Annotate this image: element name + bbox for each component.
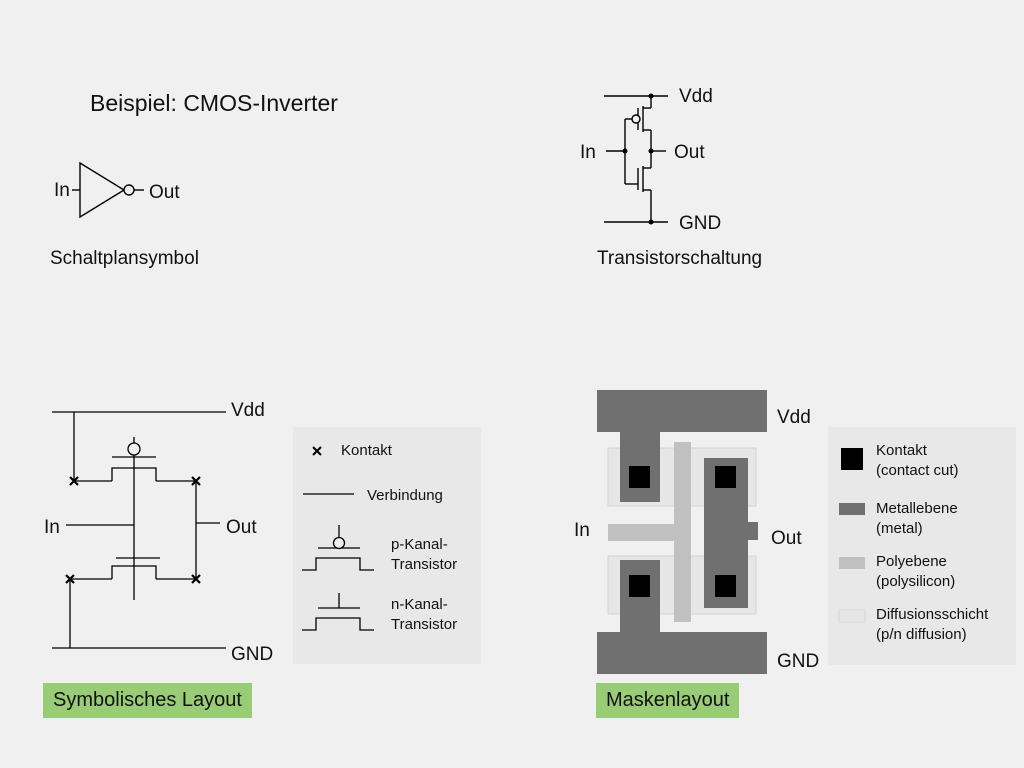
transistor-caption: Transistorschaltung xyxy=(597,248,763,269)
mask-gnd-label: GND xyxy=(777,651,820,672)
symbol-caption: Schaltplansymbol xyxy=(50,248,199,269)
legend1-pmos-label: p-Kanal- Transistor xyxy=(391,536,458,573)
transistor-vdd-label: Vdd xyxy=(679,86,713,107)
mask-caption: Maskenlayout xyxy=(596,683,740,718)
mask-vdd-label: Vdd xyxy=(777,407,811,428)
symbol-in-label: In xyxy=(54,180,70,201)
legend2-diffusion-label: Diffusionsschicht (p/n diffusion) xyxy=(876,606,989,643)
mask-in-label: In xyxy=(574,520,590,541)
inverter-symbol xyxy=(72,161,144,219)
legend1-connection-label: Verbindung xyxy=(367,487,443,504)
symbolic-gnd-label: GND xyxy=(231,644,274,665)
legend2-contact-label: Kontakt (contact cut) xyxy=(876,442,959,479)
symbolic-contacts xyxy=(65,476,201,584)
transistor-circuit xyxy=(604,95,668,223)
mask-layout xyxy=(597,390,767,674)
legend1-contact-label: Kontakt xyxy=(341,442,392,459)
transistor-in-label: In xyxy=(580,142,596,163)
mask-out-label: Out xyxy=(771,528,802,549)
legend1-glyphs xyxy=(302,446,374,631)
legend2-poly-label: Polyebene (polysilicon) xyxy=(876,553,956,590)
legend1-nmos-label: n-Kanal- Transistor xyxy=(391,596,458,633)
transistor-out-label: Out xyxy=(674,142,705,163)
legend2-metal-label: Metallebene (metal) xyxy=(876,500,958,537)
symbolic-layout xyxy=(52,411,226,649)
transistor-gnd-label: GND xyxy=(679,213,722,234)
symbol-out-label: Out xyxy=(149,182,180,203)
page-title: Beispiel: CMOS-Inverter xyxy=(90,90,338,116)
symbolic-caption: Symbolisches Layout xyxy=(43,683,252,718)
symbolic-out-label: Out xyxy=(226,517,257,538)
symbolic-in-label: In xyxy=(44,517,60,538)
symbolic-vdd-label: Vdd xyxy=(231,400,265,421)
transistor-dots xyxy=(622,93,654,225)
symbolic-legend-box xyxy=(293,427,481,664)
legend2-swatches xyxy=(838,448,866,623)
